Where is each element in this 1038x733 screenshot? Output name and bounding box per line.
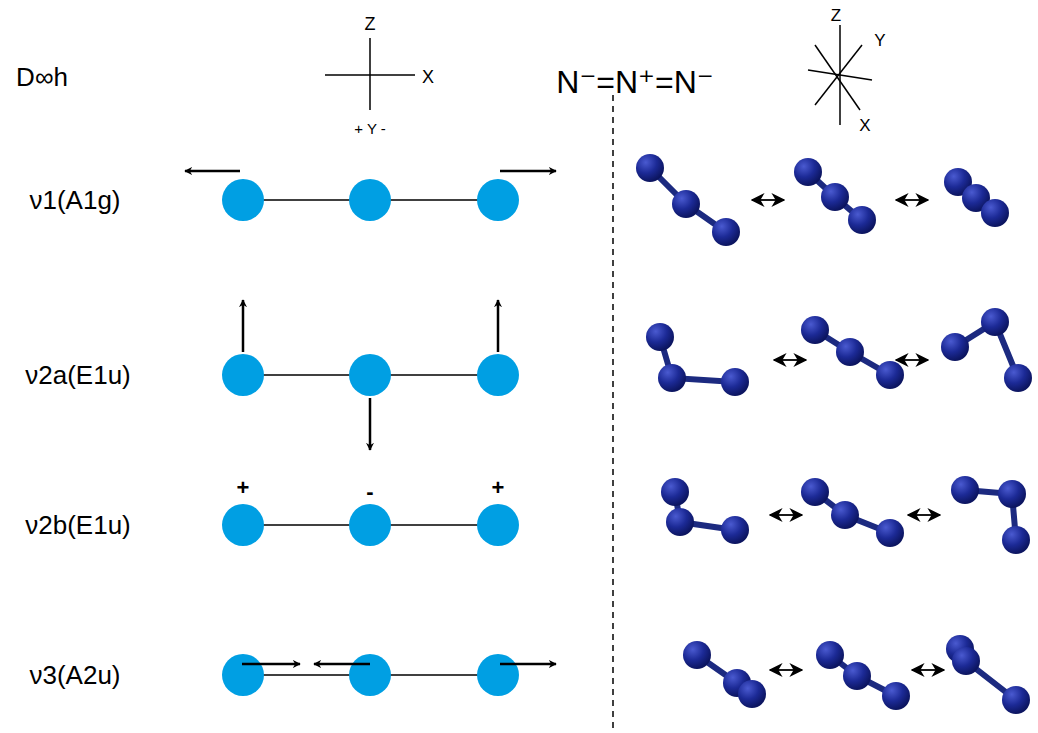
azide-formula: N⁻=N⁺=N⁻ (556, 66, 713, 98)
motion-arrows (185, 171, 556, 664)
atom-ball (836, 338, 864, 366)
atom-circle (349, 179, 391, 221)
axis-label: X (422, 68, 434, 86)
mode-label: ν1(A1g) (29, 187, 120, 213)
ball-models (636, 154, 1032, 714)
phase-sign: + (237, 477, 250, 499)
double-arrow (774, 359, 806, 361)
atom-circle (477, 179, 519, 221)
atom-ball (658, 364, 686, 392)
atom-ball (952, 647, 980, 675)
atom-ball (1002, 526, 1030, 554)
atom-circle (222, 504, 264, 546)
axis-label: Z (831, 7, 841, 24)
atom-ball (721, 368, 749, 396)
mode-label: ν2a(E1u) (25, 362, 131, 388)
atom-ball (646, 323, 674, 351)
atom-ball (843, 662, 871, 690)
atom-ball (941, 333, 969, 361)
double-arrow (770, 669, 802, 671)
atom-ball (876, 519, 904, 547)
atom-ball (821, 183, 849, 211)
atom-circle (349, 654, 391, 696)
atom-ball (1004, 364, 1032, 392)
atom-circle (222, 179, 264, 221)
atom-ball (831, 501, 859, 529)
atom-ball (876, 361, 904, 389)
atom-ball (981, 199, 1009, 227)
atom-ball (801, 316, 829, 344)
axis-label: Z (365, 15, 376, 33)
axis-label: Y (874, 32, 885, 49)
atom-ball (1002, 686, 1030, 714)
axis-3d (808, 25, 872, 125)
double-arrow (912, 669, 944, 671)
axis-label: + Y - (354, 121, 386, 136)
double-arrow (770, 514, 802, 516)
atom-ball (848, 206, 876, 234)
atom-ball (661, 478, 689, 506)
mode-label: ν3(A2u) (29, 662, 120, 688)
axis-cross (325, 38, 415, 110)
divider (612, 95, 614, 733)
atom-ball (672, 190, 700, 218)
linear-molecules (222, 179, 519, 696)
double-arrows (752, 200, 944, 670)
bond-stick (650, 168, 726, 232)
atom-circle (349, 354, 391, 396)
atom-ball (981, 308, 1009, 336)
atom-ball (712, 218, 740, 246)
atom-circle (477, 504, 519, 546)
atom-ball (882, 682, 910, 710)
mode-label: ν2b(E1u) (25, 512, 131, 538)
axis-label: X (859, 117, 870, 134)
atom-circle (477, 654, 519, 696)
atom-ball (998, 480, 1026, 508)
double-arrow (896, 199, 928, 201)
symmetry-group: D∞h (16, 64, 68, 90)
atom-circle (477, 354, 519, 396)
phase-sign: - (366, 481, 373, 503)
atom-ball (951, 476, 979, 504)
atom-ball (636, 154, 664, 182)
atom-ball (738, 680, 766, 708)
double-arrow (896, 359, 928, 361)
atom-ball (816, 641, 844, 669)
phase-sign: + (492, 477, 505, 499)
atom-ball (666, 508, 694, 536)
double-arrow (752, 199, 784, 201)
atom-circle (349, 504, 391, 546)
atom-ball (683, 641, 711, 669)
atom-circle (222, 654, 264, 696)
atom-circle (222, 354, 264, 396)
atom-ball (794, 158, 822, 186)
double-arrow (908, 514, 940, 516)
atom-ball (801, 478, 829, 506)
atom-ball (721, 516, 749, 544)
